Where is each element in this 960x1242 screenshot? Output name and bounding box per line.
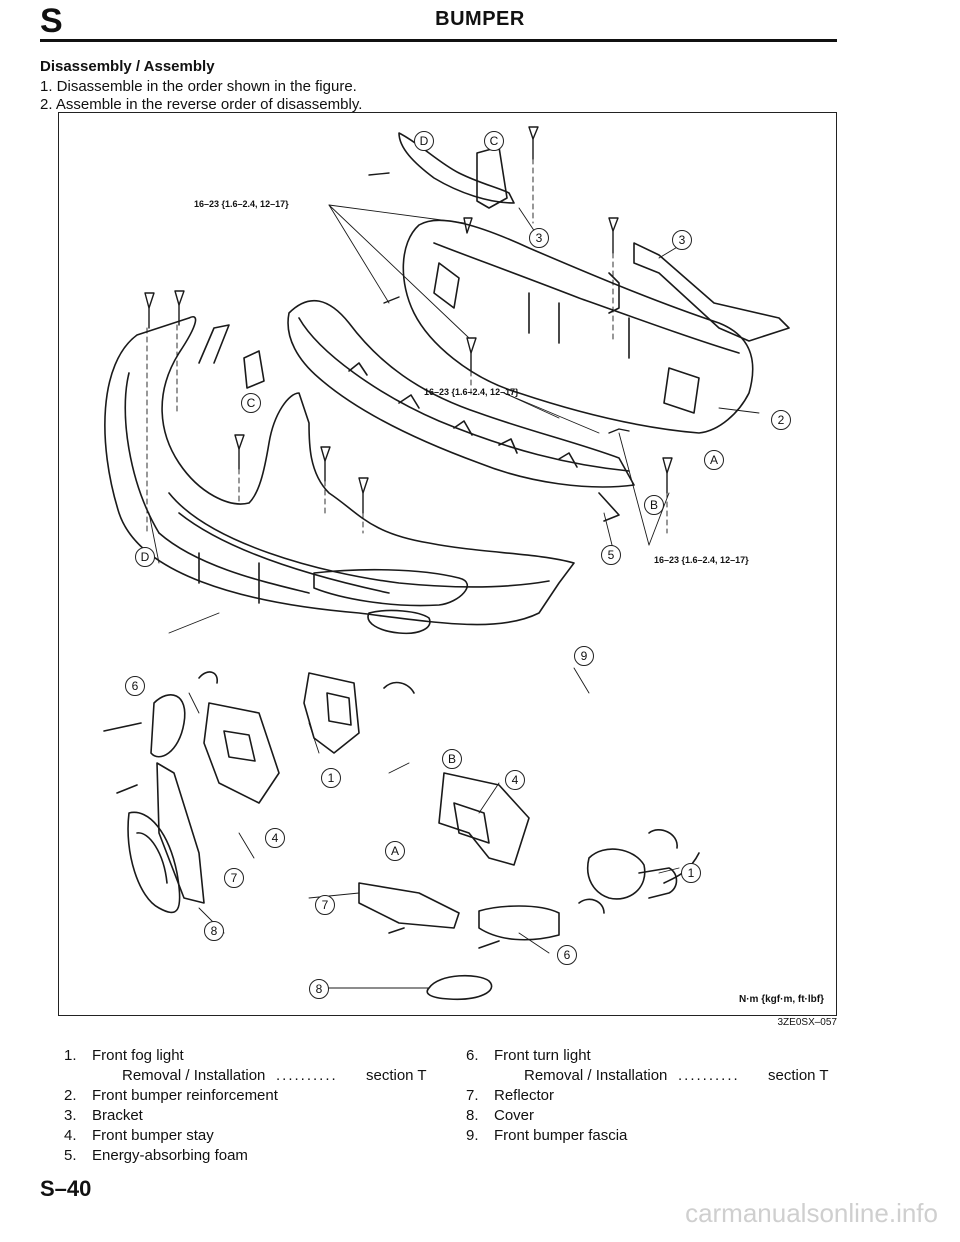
header-title: BUMPER	[435, 8, 525, 30]
legend-number: 1.	[64, 1047, 77, 1064]
legend-number: 6.	[466, 1047, 479, 1064]
legend-item: 1. Front fog light	[64, 1046, 454, 1066]
fog-light-right-drawing	[438, 772, 700, 900]
torque-spec-middle: 16–23 {1.6–2.4, 12–17}	[424, 387, 519, 397]
figure-code: 3ZE0SX–057	[777, 1017, 838, 1028]
callout-7-left: 7	[224, 868, 244, 888]
instruction-2: 2. Assemble in the reverse order of disa…	[40, 96, 363, 113]
callout-7-right: 7	[315, 895, 335, 915]
legend-number: 4.	[64, 1127, 77, 1144]
callout-A-bottom: A	[385, 841, 405, 861]
legend-subitem: Removal / Installation .......... sectio…	[466, 1066, 846, 1086]
legend-label: Cover	[494, 1107, 535, 1124]
legend-label: Reflector	[494, 1087, 555, 1104]
callout-1-left: 1	[321, 768, 341, 788]
callout-D-top: D	[414, 131, 434, 151]
units-note: N·m {kgf·m, ft·lbf}	[739, 994, 824, 1005]
dashed-lines	[146, 158, 668, 534]
legend-label: Front bumper reinforcement	[92, 1087, 278, 1104]
instruction-1: 1. Disassemble in the order shown in the…	[40, 78, 357, 95]
legend-item: 9. Front bumper fascia	[466, 1126, 846, 1146]
callout-6-right: 6	[557, 945, 577, 965]
legend-item: 7. Reflector	[466, 1086, 846, 1106]
callout-3-top: 3	[529, 228, 549, 248]
legend-label: Front fog light	[92, 1047, 184, 1064]
legend-label: Front bumper fascia	[494, 1127, 628, 1144]
watermark: carmanualsonline.info	[685, 1198, 938, 1228]
callout-C-left: C	[241, 393, 261, 413]
legend-right: 6. Front turn light Removal / Installati…	[466, 1046, 846, 1146]
callout-9: 9	[574, 646, 594, 666]
callout-3-right: 3	[672, 230, 692, 250]
legend-item: 2. Front bumper reinforcement	[64, 1086, 454, 1106]
legend-label: Bracket	[92, 1107, 143, 1124]
fog-light-left-drawing	[103, 671, 415, 804]
torque-spec-top: 16–23 {1.6–2.4, 12–17}	[194, 199, 289, 209]
callout-8-right: 8	[309, 979, 329, 999]
callout-A-top: A	[704, 450, 724, 470]
callout-B-top: B	[644, 495, 664, 515]
legend-number: 5.	[64, 1147, 77, 1164]
legend-label: Front bumper stay	[92, 1127, 214, 1144]
callout-6-left: 6	[125, 676, 145, 696]
callout-4-right: 4	[505, 770, 525, 790]
legend-number: 3.	[64, 1107, 77, 1124]
callout-1-right: 1	[681, 863, 701, 883]
legend-item: 5. Energy-absorbing foam	[64, 1146, 454, 1166]
legend-left: 1. Front fog light Removal / Installatio…	[64, 1046, 454, 1166]
legend-dots: ..........	[678, 1067, 740, 1084]
bolts-drawing	[144, 126, 673, 514]
legend-sub-label: Removal / Installation	[524, 1067, 668, 1084]
callout-D-left: D	[135, 547, 155, 567]
diagram-drawing	[103, 126, 790, 1001]
turn-light-right-drawing	[358, 882, 605, 1001]
callout-5: 5	[601, 545, 621, 565]
legend-label: Energy-absorbing foam	[92, 1147, 248, 1164]
callout-B-bottom: B	[442, 749, 462, 769]
legend-sub-label: Removal / Installation	[122, 1067, 266, 1084]
reflector-cover-left-drawing	[116, 762, 205, 914]
header-section-letter: S	[40, 2, 63, 40]
torque-spec-right: 16–23 {1.6–2.4, 12–17}	[654, 555, 749, 565]
legend-label: Front turn light	[494, 1047, 591, 1064]
bracket-drawing	[398, 132, 790, 342]
legend-item: 6. Front turn light	[466, 1046, 846, 1066]
legend-reference: section T	[366, 1067, 427, 1084]
header-rule	[40, 39, 837, 42]
page-number: S–40	[40, 1176, 92, 1201]
legend-dots: ..........	[276, 1067, 338, 1084]
legend-item: 4. Front bumper stay	[64, 1126, 454, 1146]
exploded-diagram: 16–23 {1.6–2.4, 12–17} 16–23 {1.6–2.4, 1…	[58, 112, 837, 1016]
callout-2: 2	[771, 410, 791, 430]
legend-number: 2.	[64, 1087, 77, 1104]
legend-item: 8. Cover	[466, 1106, 846, 1126]
section-title: Disassembly / Assembly	[40, 58, 215, 75]
legend-subitem: Removal / Installation .......... sectio…	[64, 1066, 454, 1086]
callout-C-top: C	[484, 131, 504, 151]
callout-4-left: 4	[265, 828, 285, 848]
bumper-reinforcement-drawing	[402, 219, 754, 434]
legend-number: 8.	[466, 1107, 479, 1124]
legend-number: 9.	[466, 1127, 479, 1144]
leader-lines	[148, 204, 760, 989]
energy-absorbing-foam-drawing	[287, 299, 635, 522]
legend-reference: section T	[768, 1067, 829, 1084]
callout-8-left: 8	[204, 921, 224, 941]
legend-item: 3. Bracket	[64, 1106, 454, 1126]
legend-number: 7.	[466, 1087, 479, 1104]
bumper-fascia-drawing	[104, 316, 575, 635]
